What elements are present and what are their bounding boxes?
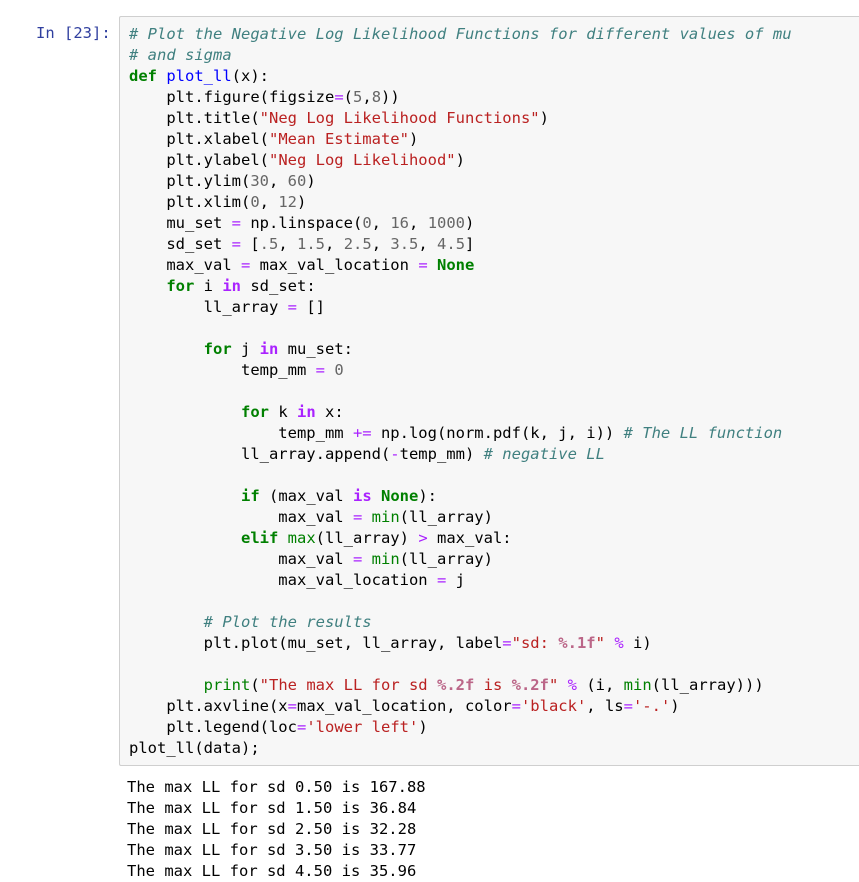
code-line: plt.axvline(x=max_val_location, color='b… [129,697,680,715]
code-line: mu_set = np.linspace(0, 16, 1000) [129,214,475,232]
code-line: # Plot the Negative Log Likelihood Funct… [129,25,792,43]
code-line: plot_ll(data); [129,739,260,757]
code-line: max_val = max_val_location = None [129,256,475,274]
code-line: plt.xlim(0, 12) [129,193,307,211]
code-line [129,654,792,675]
output-line: The max LL for sd 4.50 is 35.96 [127,862,417,880]
code-line: ll_array = [] [129,298,325,316]
code-line: sd_set = [.5, 1.5, 2.5, 3.5, 4.5] [129,235,475,253]
code-line: plt.figure(figsize=(5,8)) [129,88,400,106]
code-line: plt.plot(mu_set, ll_array, label="sd: %.… [129,634,652,652]
code-line: plt.legend(loc='lower left') [129,718,428,736]
code-line [129,318,792,339]
code-line: temp_mm += np.log(norm.pdf(k, j, i)) # T… [129,424,783,442]
code-line: elif max(ll_array) > max_val: [240,529,512,547]
output-line: The max LL for sd 1.50 is 36.84 [127,799,417,817]
output-line: The max LL for sd 0.50 is 167.88 [127,778,426,796]
code-line: print("The max LL for sd %.2f is %.2f" %… [203,676,764,694]
code-line: ll_array.append(-temp_mm) # negative LL [129,445,605,463]
code-line: for i in sd_set: [166,277,316,295]
code-line: if (max_val is None): [240,487,437,505]
code-line: max_val_location = j [129,571,465,589]
code-line: for k in x: [240,403,344,421]
code-line: # and sigma [129,46,232,64]
code-line [129,381,792,402]
code-line [129,465,792,486]
code-line: for j in mu_set: [203,340,353,358]
code-line: max_val = min(ll_array) [129,508,493,526]
output-line: The max LL for sd 2.50 is 32.28 [127,820,417,838]
code-editor[interactable]: # Plot the Negative Log Likelihood Funct… [119,16,859,766]
input-prompt: In [23]: [36,24,111,42]
code-line: plt.xlabel("Mean Estimate") [129,130,419,148]
code-line: plt.ylabel("Neg Log Likelihood") [129,151,465,169]
code-line: plt.ylim(30, 60) [129,172,316,190]
output-line: The max LL for sd 3.50 is 33.77 [127,841,417,859]
code-line: temp_mm = 0 [129,361,344,379]
code-line: # Plot the results [203,613,372,631]
code-line: max_val = min(ll_array) [129,550,493,568]
code-content[interactable]: # Plot the Negative Log Likelihood Funct… [129,24,792,759]
code-line [129,591,792,612]
code-line: plt.title("Neg Log Likelihood Functions"… [129,109,549,127]
code-line: def plot_ll(x): [129,67,269,85]
